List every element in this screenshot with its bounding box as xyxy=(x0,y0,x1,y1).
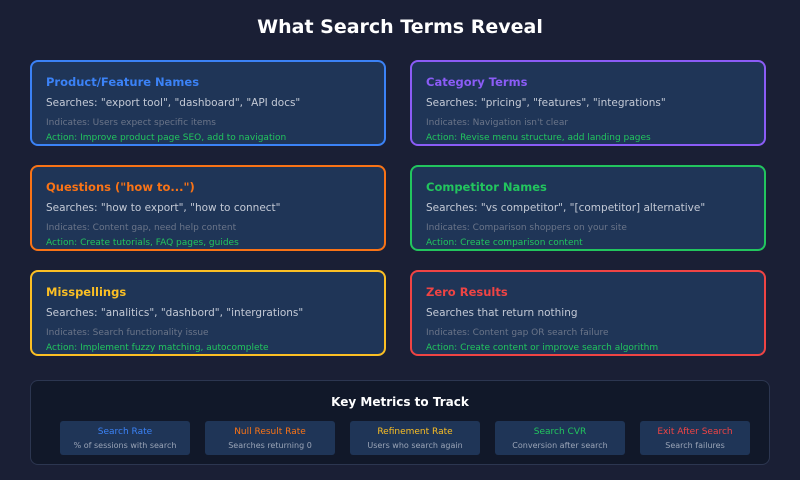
card-action: Action: Create content or improve search… xyxy=(426,343,659,353)
metric-label: Exit After Search xyxy=(657,427,733,437)
metric-search-rate: Search Rate % of sessions with search xyxy=(60,421,190,455)
card-searches: Searches that return nothing xyxy=(426,307,578,319)
metric-desc: Users who search again xyxy=(367,441,463,450)
card-searches: Searches: "export tool", "dashboard", "A… xyxy=(46,97,301,109)
metric-search-cvr: Search CVR Conversion after search xyxy=(495,421,625,455)
card-indicates: Indicates: Search functionality issue xyxy=(46,328,209,338)
card-searches: Searches: "pricing", "features", "integr… xyxy=(426,97,666,109)
card-indicates: Indicates: Comparison shoppers on your s… xyxy=(426,223,627,233)
page-title: What Search Terms Reveal xyxy=(257,16,543,38)
metric-exit-after-search: Exit After Search Search failures xyxy=(640,421,750,455)
card-action: Action: Implement fuzzy matching, autoco… xyxy=(46,343,269,353)
metric-label: Search Rate xyxy=(97,427,153,437)
metric-label: Null Result Rate xyxy=(234,427,306,437)
card-indicates: Indicates: Navigation isn't clear xyxy=(426,118,569,128)
card-action: Action: Create comparison content xyxy=(426,238,583,248)
metric-desc: % of sessions with search xyxy=(73,441,177,450)
card-searches: Searches: "how to export", "how to conne… xyxy=(46,202,281,214)
metric-desc: Searches returning 0 xyxy=(228,441,312,450)
card-zero-results: Zero Results Searches that return nothin… xyxy=(410,270,766,356)
card-product-feature-names: Product/Feature Names Searches: "export … xyxy=(30,60,386,146)
card-searches: Searches: "analitics", "dashbord", "inte… xyxy=(46,307,304,319)
card-title: Zero Results xyxy=(426,285,508,299)
card-indicates: Indicates: Users expect specific items xyxy=(46,118,216,128)
metrics-title: Key Metrics to Track xyxy=(331,395,469,409)
metric-label: Refinement Rate xyxy=(377,427,453,437)
card-searches: Searches: "vs competitor", "[competitor]… xyxy=(426,202,706,214)
card-title: Category Terms xyxy=(426,75,528,89)
card-misspellings: Misspellings Searches: "analitics", "das… xyxy=(30,270,386,356)
card-category-terms: Category Terms Searches: "pricing", "fea… xyxy=(410,60,766,146)
metric-refinement-rate: Refinement Rate Users who search again xyxy=(350,421,480,455)
card-indicates: Indicates: Content gap OR search failure xyxy=(426,328,609,338)
metric-label: Search CVR xyxy=(533,427,587,437)
card-title: Competitor Names xyxy=(426,180,547,194)
metric-desc: Conversion after search xyxy=(512,441,608,450)
key-metrics-panel: Key Metrics to Track Search Rate % of se… xyxy=(30,380,770,465)
card-questions: Questions ("how to...") Searches: "how t… xyxy=(30,165,386,251)
card-indicates: Indicates: Content gap, need help conten… xyxy=(46,223,237,233)
card-title: Product/Feature Names xyxy=(46,75,200,89)
card-action: Action: Create tutorials, FAQ pages, gui… xyxy=(46,238,239,248)
card-action: Action: Improve product page SEO, add to… xyxy=(46,133,287,143)
metric-null-result-rate: Null Result Rate Searches returning 0 xyxy=(205,421,335,455)
card-title: Misspellings xyxy=(46,285,127,299)
metric-desc: Search failures xyxy=(665,441,725,450)
card-action: Action: Revise menu structure, add landi… xyxy=(426,133,651,143)
card-competitor-names: Competitor Names Searches: "vs competito… xyxy=(410,165,766,251)
card-title: Questions ("how to...") xyxy=(46,180,195,194)
